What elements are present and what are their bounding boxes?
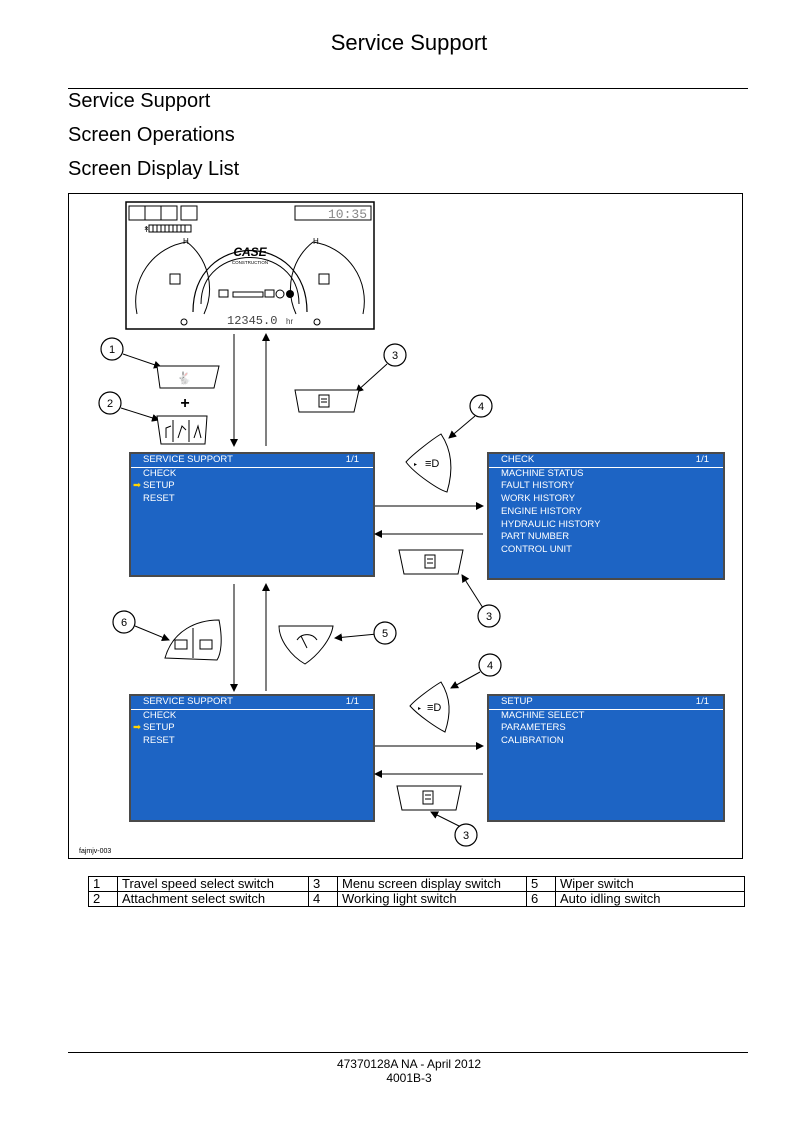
svg-text:hr: hr (286, 317, 293, 326)
rabbit-icon: 🐇 (177, 371, 192, 385)
section-heading: Service Support (68, 90, 211, 112)
clock-readout: 10:35 (328, 207, 367, 222)
svg-text:↟: ↟ (143, 225, 150, 234)
sub-subsection-heading: Screen Display List (68, 158, 240, 180)
page-number: 4001B-3 (386, 1071, 432, 1085)
svg-text:4: 4 (478, 401, 484, 413)
svg-text:3: 3 (392, 350, 398, 362)
svg-text:1: 1 (109, 344, 115, 356)
svg-text:4: 4 (487, 660, 493, 672)
figure-diagram: 10:35 ↟ H H CASE CONSTRUCTION (79, 201, 725, 855)
svg-text:▸: ▸ (414, 462, 417, 468)
selection-arrow-icon: ➡ (133, 722, 141, 734)
svg-text:H: H (183, 237, 189, 246)
doc-reference: 47370128A NA - April 2012 (336, 1057, 482, 1071)
menu-item-setup: SETUP (142, 480, 175, 492)
header-rule (68, 88, 748, 89)
svg-text:5: 5 (382, 628, 388, 640)
selection-arrow-icon: ➡ (133, 480, 141, 492)
plus-sign: + (180, 395, 189, 412)
working-light-callout-lower: 4 ▸ ≡D (409, 653, 502, 733)
svg-text:H: H (313, 237, 319, 246)
svg-text:3: 3 (486, 611, 492, 623)
svg-text:3: 3 (463, 830, 469, 842)
light-icon: ≡D (427, 702, 441, 714)
working-light-callout-upper: 4 ▸ ≡D (405, 394, 493, 493)
svg-text:▸: ▸ (418, 706, 421, 712)
figure-frame: 10:35 ↟ H H CASE CONSTRUCTION (68, 193, 743, 859)
attachment-switch-callout: 2 (98, 391, 208, 445)
menu-switch-callout-top: 3 (294, 343, 407, 413)
brand-logo: CASE (233, 245, 267, 259)
auto-idle-switch-callout: 6 (112, 610, 222, 661)
travel-speed-switch-callout: 1 🐇 (100, 337, 220, 389)
subsection-heading: Screen Operations (68, 124, 235, 146)
figure-id: fajmjv-003 (79, 848, 111, 855)
menu-item-reset: RESET (143, 493, 175, 505)
monitor-dashboard: 10:35 ↟ H H CASE CONSTRUCTION (125, 201, 375, 330)
svg-text:6: 6 (121, 617, 127, 629)
svg-text:2: 2 (107, 398, 113, 410)
footer-rule (68, 1052, 748, 1053)
svg-text:CONSTRUCTION: CONSTRUCTION (232, 260, 268, 265)
menu-item-check: CHECK (143, 467, 177, 479)
light-icon: ≡D (425, 458, 439, 470)
wiper-switch-callout: 5 (278, 621, 397, 665)
page-title: Service Support (330, 30, 488, 55)
hourmeter-readout: 12345.0 (227, 314, 277, 328)
menu-switch-callout-middle: 3 (398, 549, 501, 628)
menu-switch-callout-bottom: 3 (396, 785, 478, 847)
